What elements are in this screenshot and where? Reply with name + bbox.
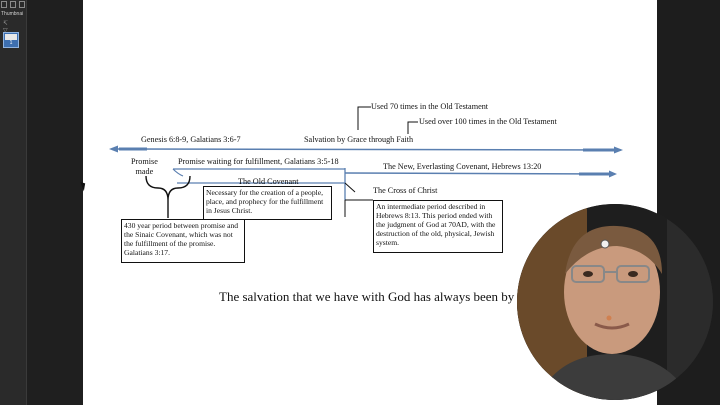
label-salvation-grace: Salvation by Grace through Faith bbox=[304, 135, 414, 144]
main-arrow-right-head bbox=[614, 146, 623, 154]
presenter-image bbox=[517, 204, 713, 400]
panel-icon[interactable] bbox=[19, 1, 25, 8]
main-arrow-left-head bbox=[109, 145, 118, 153]
label-promise-waiting: Promise waiting for fulfillment, Galatia… bbox=[178, 157, 339, 166]
label-genesis: Genesis 6:8-9, Galatians 3:6-7 bbox=[141, 135, 241, 144]
promise-waiting-curve bbox=[172, 168, 184, 177]
label-100-times: Used over 100 times in the Old Testament bbox=[419, 117, 557, 126]
new-covenant-line bbox=[344, 172, 614, 175]
cross-pointer bbox=[344, 182, 356, 193]
thumbnail-preview bbox=[5, 34, 17, 40]
main-arrow-right-bar bbox=[583, 148, 615, 152]
slide-caption: The salvation that we have with God has … bbox=[219, 289, 515, 304]
panel-toolbar bbox=[1, 1, 25, 9]
timeline-diagram bbox=[109, 106, 623, 218]
430-year-brace bbox=[145, 175, 191, 201]
panel-icon[interactable] bbox=[1, 1, 7, 8]
label-new-covenant: The New, Everlasting Covenant, Hebrews 1… bbox=[383, 162, 542, 171]
label-old-covenant: The Old Covenant bbox=[238, 177, 299, 186]
thumbnail-panel-label: Thumbnai bbox=[1, 11, 24, 17]
box-430-year-period: 430 year period between promise and the … bbox=[121, 219, 245, 263]
pointer-70-times bbox=[357, 106, 371, 130]
label-cross-of-christ: The Cross of Christ bbox=[373, 186, 438, 195]
box-necessary: Necessary for the creation of a people, … bbox=[203, 186, 332, 220]
workspace-margin bbox=[27, 0, 83, 405]
panel-tools[interactable]: ↸ ▽ bbox=[3, 21, 13, 34]
slide-thumbnail[interactable]: 1 bbox=[3, 32, 19, 48]
pointer-100-times bbox=[407, 121, 418, 134]
new-covenant-arrow-head bbox=[609, 170, 617, 178]
webcam-presenter-video bbox=[517, 204, 713, 400]
panel-icon[interactable] bbox=[10, 1, 16, 8]
label-promise-made: Promise made bbox=[131, 157, 158, 176]
box-intermediate-period: An intermediate period described in Hebr… bbox=[373, 200, 503, 253]
label-70-times: Used 70 times in the Old Testament bbox=[371, 102, 489, 111]
slide-number: 1 bbox=[9, 40, 13, 46]
thumbnail-panel: Thumbnai ↸ ▽ 1 bbox=[0, 0, 27, 405]
new-covenant-arrow-bar bbox=[579, 172, 609, 176]
main-arrow-left-bar bbox=[119, 147, 147, 151]
main-timeline-line bbox=[112, 148, 622, 151]
